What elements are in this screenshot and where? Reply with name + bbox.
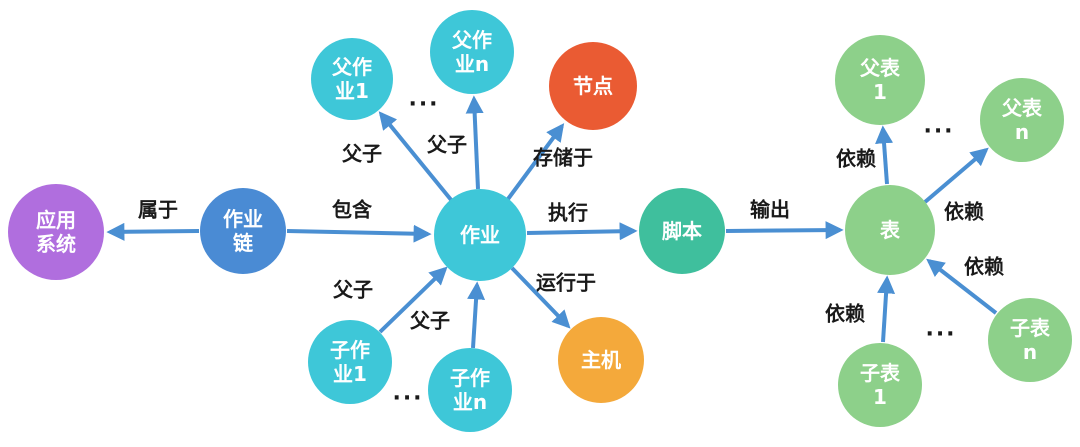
arrow-jobchain-to-job <box>286 224 432 243</box>
arrow-script-to-table <box>725 221 844 240</box>
node-node: 节点 <box>549 42 637 130</box>
arrow-childtable1-to-table <box>877 275 896 343</box>
edge-label-runs-on: 运行于 <box>536 270 596 295</box>
node-job: 作业 <box>434 189 526 281</box>
node-parent-table-n: 父表 n <box>980 78 1064 162</box>
edge-label-stored-on: 存储于 <box>533 145 593 170</box>
node-app-system: 应用 系统 <box>8 184 104 280</box>
edge-label-parent-child-4: 父子 <box>410 308 450 333</box>
edge-label-parent-child-2: 父子 <box>427 132 467 157</box>
edge-label-depends-4: 依赖 <box>964 254 1004 279</box>
node-child-table-1: 子表 1 <box>838 343 922 427</box>
arrow-job-to-parentjobn <box>465 95 484 190</box>
arrow-job-to-node <box>506 123 565 201</box>
node-child-table-n: 子表 n <box>988 298 1072 382</box>
ellipsis-child-jobs: ... <box>392 380 424 406</box>
ellipsis-parent-tables: ... <box>923 113 955 139</box>
ellipsis-child-tables: ... <box>925 316 957 342</box>
edge-label-outputs: 输出 <box>750 197 790 222</box>
arrow-childjobn-to-job <box>467 281 486 349</box>
arrow-job-to-parentjob1 <box>378 111 454 203</box>
edge-label-depends-2: 依赖 <box>944 199 984 224</box>
edge-label-parent-child-1: 父子 <box>342 141 382 166</box>
arrow-job-to-script <box>526 222 638 241</box>
arrow-jobchain-to-appsystem <box>106 222 200 241</box>
node-child-job-n: 子作 业n <box>428 348 512 432</box>
edge-label-depends-3: 依赖 <box>825 301 865 326</box>
edge-label-parent-child-3: 父子 <box>333 277 373 302</box>
arrow-table-to-parenttable1 <box>875 125 894 185</box>
edge-label-belongs-to: 属于 <box>138 197 178 222</box>
node-script: 脚本 <box>639 188 725 274</box>
node-parent-job-n: 父作 业n <box>430 10 514 94</box>
arrow-childjob1-to-job <box>378 266 448 334</box>
node-table: 表 <box>845 185 935 275</box>
node-host: 主机 <box>558 317 644 403</box>
node-parent-table-1: 父表 1 <box>835 35 925 125</box>
arrow-job-to-host <box>510 266 571 329</box>
node-job-chain: 作业 链 <box>200 188 286 274</box>
node-child-job-1: 子作 业1 <box>308 320 392 404</box>
node-parent-job-1: 父作 业1 <box>311 38 393 120</box>
arrow-table-to-parenttablen <box>923 147 989 204</box>
ellipsis-parent-jobs: ... <box>408 86 440 112</box>
arrow-childtablen-to-table <box>926 258 998 315</box>
edge-label-depends-1: 依赖 <box>836 146 876 171</box>
edge-label-contains: 包含 <box>332 197 372 222</box>
edge-label-executes: 执行 <box>548 200 588 225</box>
